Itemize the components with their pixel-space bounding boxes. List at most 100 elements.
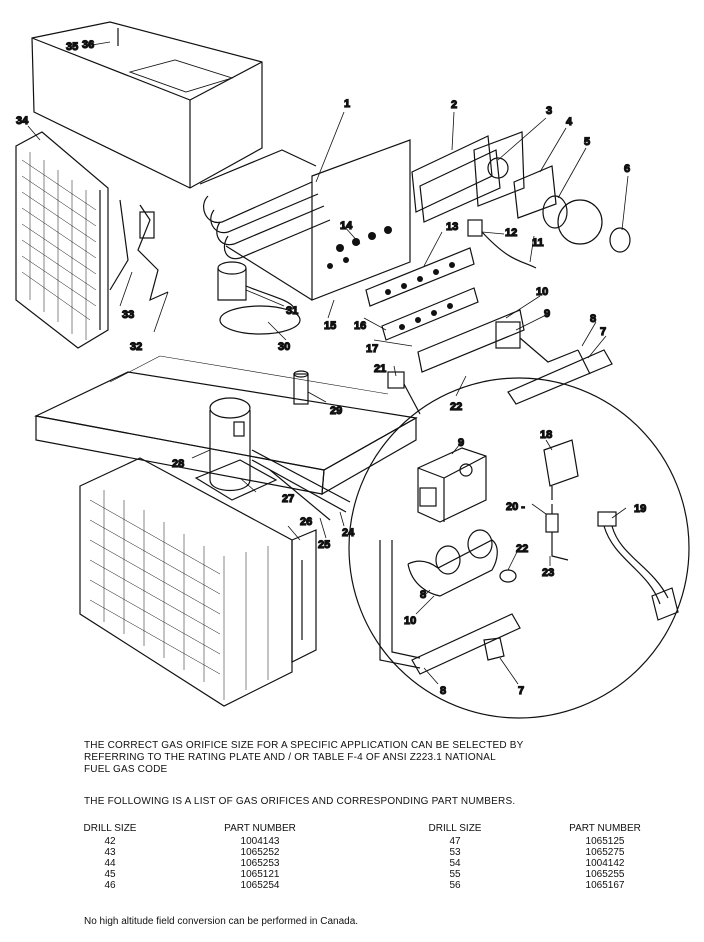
callout-10-detail: 10	[404, 615, 416, 627]
callout-8-detail-valve: 8	[420, 589, 426, 601]
callout-10-upper: 10	[536, 286, 548, 298]
gas-valve-detail-circle	[348, 377, 690, 719]
header-drill-size-1: DRILL SIZE	[83, 823, 137, 834]
table-cell: 1065252	[240, 847, 280, 858]
callout-18: 18	[540, 429, 552, 441]
table-cell: 56	[449, 880, 461, 891]
table-row: 46 1065254 56 1065167	[80, 880, 680, 891]
callout-21: 21	[374, 363, 386, 375]
wiring-harness	[109, 199, 169, 302]
table-cell: 1004142	[585, 858, 625, 869]
callout-22-detail: 22	[516, 543, 528, 555]
callout-13: 13	[446, 221, 458, 233]
callout-6: 6	[624, 163, 630, 175]
callout-26: 26	[300, 516, 312, 528]
callout-9-upper: 9	[544, 308, 550, 320]
refrigerant-piping	[251, 449, 351, 521]
table-header-row: DRILL SIZE PART NUMBER DRILL SIZE PART N…	[80, 822, 680, 836]
gas-valve-small	[495, 321, 579, 363]
callout-3: 3	[546, 105, 552, 117]
table-cell: 1065275	[585, 847, 625, 858]
callout-29: 29	[330, 405, 342, 417]
table-cell: 47	[449, 836, 461, 847]
callout-31: 31	[286, 305, 298, 317]
table-row: 44 1065253 54 1004142	[80, 858, 680, 869]
callout-32: 32	[130, 341, 142, 353]
orifice-part-table: DRILL SIZE PART NUMBER DRILL SIZE PART N…	[80, 822, 680, 891]
callout-22-upper: 22	[450, 401, 462, 413]
callout-5: 5	[584, 136, 590, 148]
table-row: 43 1065252 53 1065275	[80, 847, 680, 858]
callout-7-upper: 7	[600, 326, 606, 338]
header-part-number-2: PART NUMBER	[569, 823, 641, 834]
condenser-coil-left	[15, 131, 109, 349]
table-cell: 1065167	[585, 880, 625, 891]
base-pan	[34, 355, 418, 496]
cylinder-30	[293, 370, 309, 405]
exploded-parts-diagram: 1 2 3 4 5 6 7 7 8 8 8 9 9 10 10 11 12 13…	[15, 21, 690, 719]
callout-23: 23	[542, 567, 554, 579]
note-line-1: THE CORRECT GAS ORIFICE SIZE FOR A SPECI…	[84, 740, 524, 751]
sensor-wire	[467, 219, 537, 269]
callout-9-detail: 9	[458, 437, 464, 449]
callout-8-upper: 8	[590, 313, 596, 325]
callout-2: 2	[451, 99, 457, 111]
table-cell: 54	[449, 858, 461, 869]
callout-19: 19	[634, 503, 646, 515]
callout-16: 16	[354, 320, 366, 332]
callout-15: 15	[324, 320, 336, 332]
header-part-number-1: PART NUMBER	[224, 823, 296, 834]
top-cover-panel	[31, 21, 263, 189]
callout-33: 33	[122, 309, 134, 321]
panel-bracket	[291, 529, 317, 663]
note-line-3: FUEL GAS CODE	[84, 764, 168, 775]
table-cell: 1065125	[585, 836, 625, 847]
table-cell: 1004143	[240, 836, 280, 847]
callout-4: 4	[566, 116, 573, 128]
callout-12: 12	[505, 227, 517, 239]
orifice-list-intro: THE FOLLOWING IS A LIST OF GAS ORIFICES …	[84, 796, 516, 807]
callout-28: 28	[172, 458, 184, 470]
callout-36: 36	[82, 39, 94, 51]
callout-24: 24	[342, 527, 355, 539]
callout-11: 11	[532, 237, 544, 249]
callout-30: 30	[278, 341, 290, 353]
condenser-coil-lower	[79, 457, 293, 707]
connector-21	[387, 371, 421, 415]
table-cell: 44	[104, 858, 116, 869]
header-drill-size-2: DRILL SIZE	[428, 823, 482, 834]
table-cell: 46	[104, 880, 116, 891]
callout-20: 20 -	[506, 501, 525, 513]
table-cell: 53	[449, 847, 461, 858]
callout-25: 25	[318, 539, 330, 551]
table-cell: 1065255	[585, 869, 625, 880]
table-cell: 45	[104, 869, 116, 880]
bracket-rails	[507, 349, 613, 405]
callout-8-detail-bracket: 8	[440, 685, 446, 697]
table-cell: 42	[104, 836, 116, 847]
callout-34: 34	[16, 115, 29, 127]
table-cell: 1065121	[240, 869, 280, 880]
orifice-selection-note: THE CORRECT GAS ORIFICE SIZE FOR A SPECI…	[84, 740, 684, 776]
callout-14: 14	[340, 220, 353, 232]
callout-27: 27	[282, 493, 294, 505]
canada-conversion-note: No high altitude field conversion can be…	[84, 916, 359, 927]
callout-7-detail: 7	[518, 685, 524, 697]
callout-labels: 1 2 3 4 5 6 7 7 8 8 8 9 9 10 10 11 12 13…	[15, 38, 646, 697]
callout-35: 35	[66, 41, 78, 53]
note-line-2: REFERRING TO THE RATING PLATE AND / OR T…	[84, 752, 496, 763]
table-cell: 1065253	[240, 858, 280, 869]
table-cell: 43	[104, 847, 116, 858]
leader-lines	[27, 41, 629, 685]
callout-17: 17	[366, 343, 378, 355]
table-row: 45 1065121 55 1065255	[80, 869, 680, 880]
callout-1: 1	[344, 98, 350, 110]
heat-exchanger	[199, 139, 411, 301]
table-cell: 55	[449, 869, 461, 880]
compressor	[194, 397, 278, 501]
burner-manifolds	[365, 247, 525, 373]
inducer-motor	[513, 165, 631, 253]
blower-assembly	[217, 261, 301, 335]
burner-access-plates	[411, 131, 525, 223]
table-cell: 1065254	[240, 880, 280, 891]
